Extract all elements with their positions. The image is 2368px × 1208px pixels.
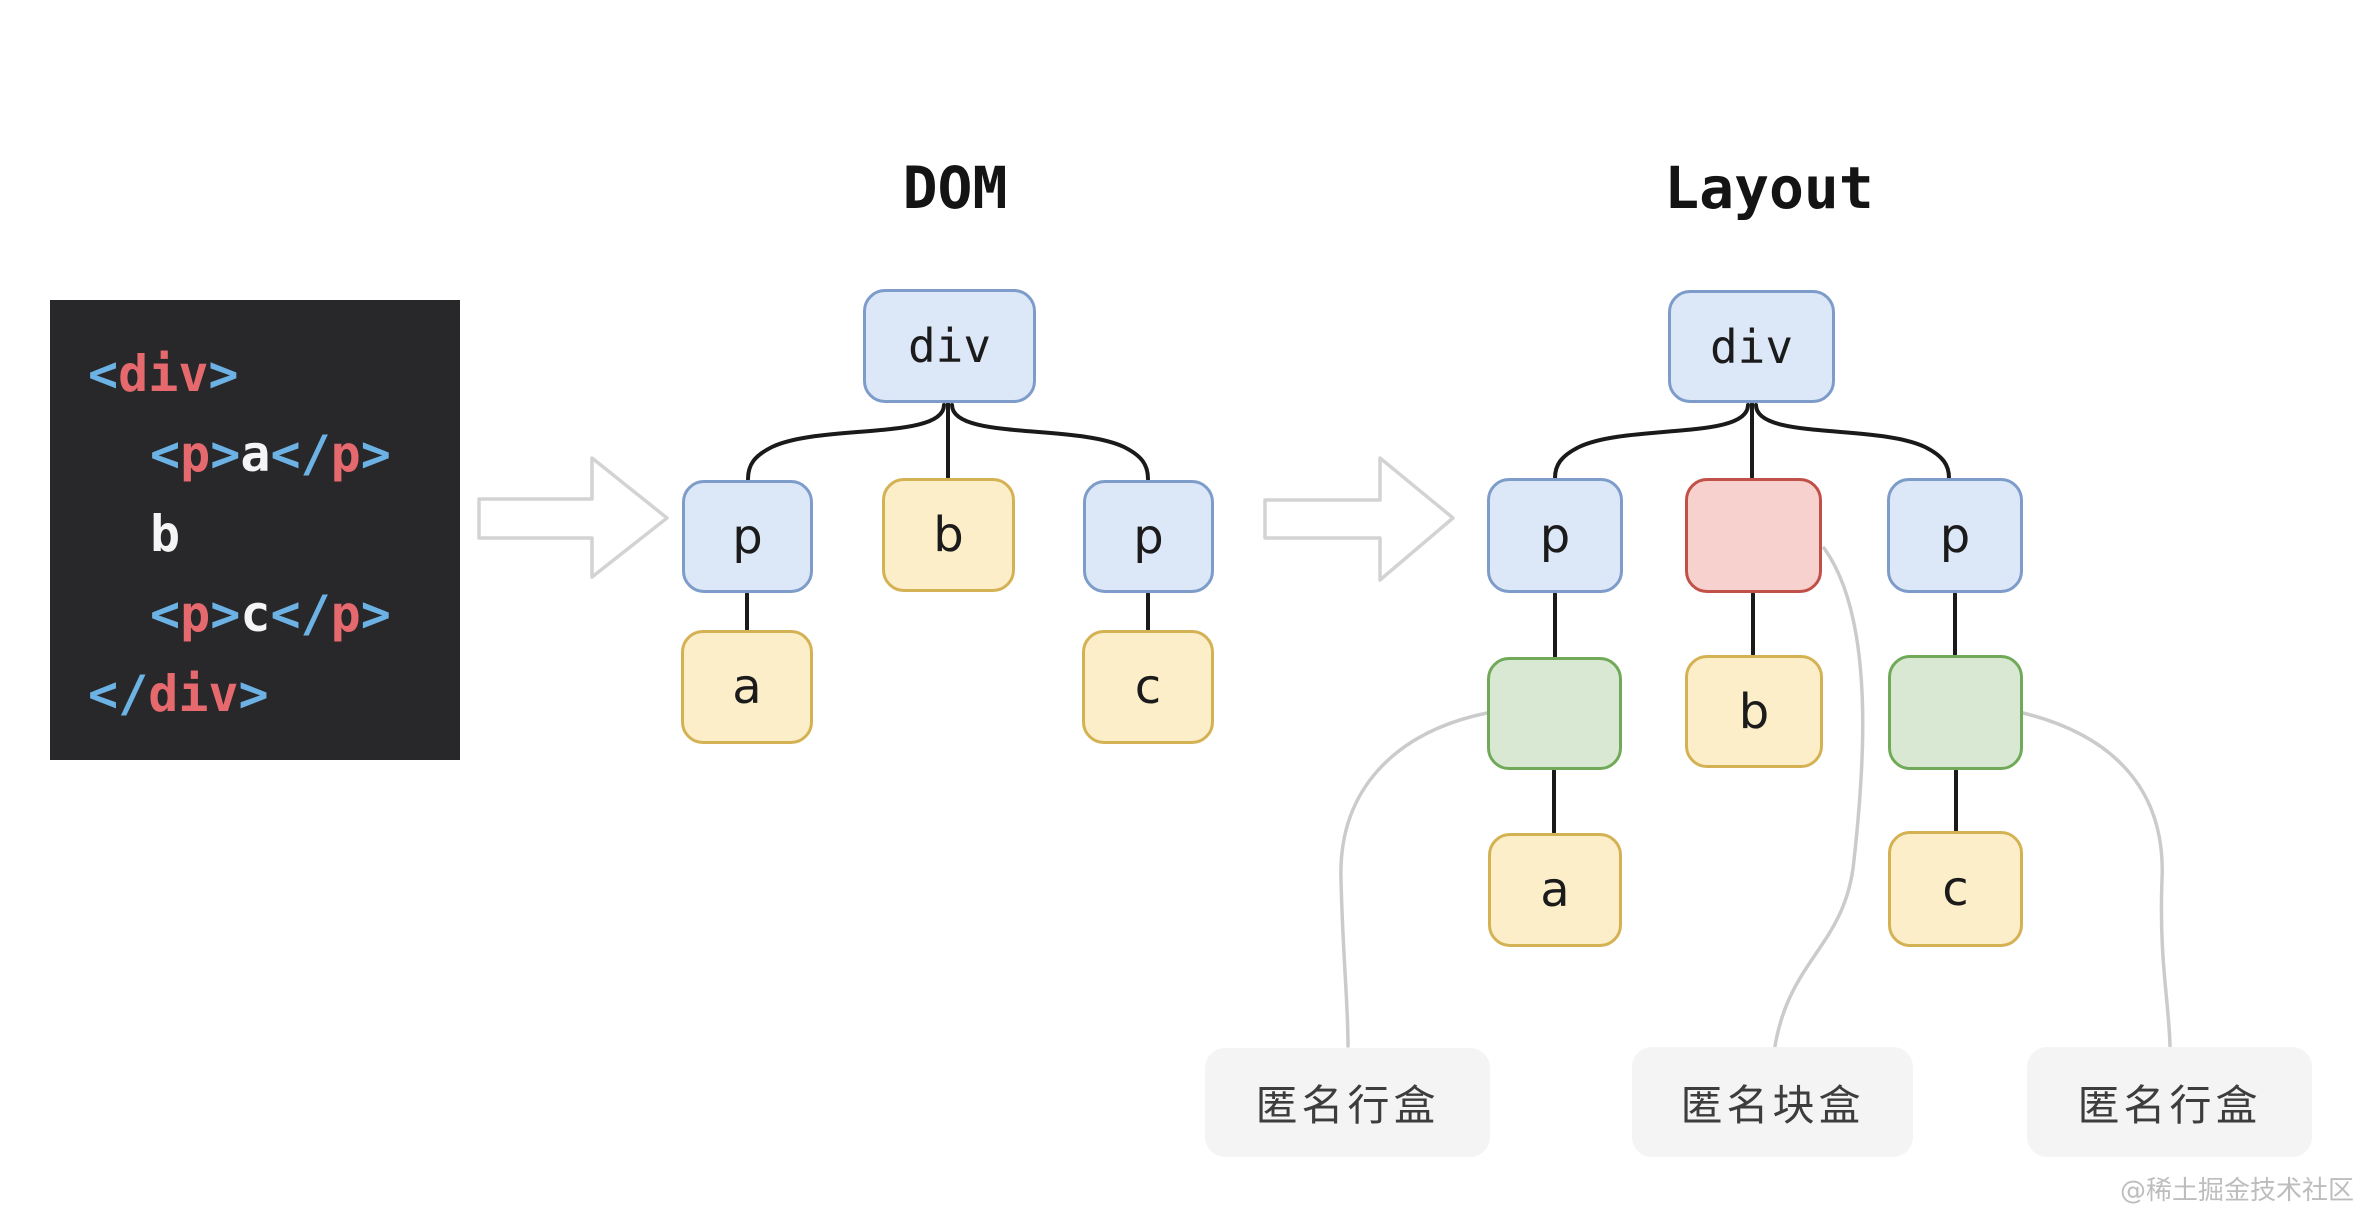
dom-node-text-a: a [681,630,813,744]
code-line: b [88,494,460,574]
watermark: @稀土掘金技术社区 [2119,1176,2354,1206]
layout-node-anonymous-block [1685,478,1822,593]
callout-anonline-left [1339,711,1489,1048]
layout-node-anonymous-line-right [1888,655,2023,770]
code-token: > [210,585,241,643]
code-token: < [88,345,119,403]
code-token: </ [270,585,331,643]
code-token: > [238,665,269,723]
code-token: > [360,425,391,483]
dom-node-p-right: p [1083,480,1214,593]
layout-node-text-b: b [1685,655,1823,768]
dom-edge-div-p-left [746,403,946,481]
callout-anonline-right [2021,711,2172,1048]
code-token: a [240,425,271,483]
code-token: </ [88,665,149,723]
code-token: < [150,585,181,643]
code-block: <div><p>a</p>b<p>c</p></div> [50,300,460,760]
code-line: </div> [88,654,460,734]
layout-node-div: div [1668,290,1835,403]
layout-node-p-right: p [1887,478,2023,593]
dom-tree-title: DOM [902,154,1008,222]
code-token: p [330,585,361,643]
code-token: div [118,345,209,403]
code-token: p [180,425,211,483]
layout-node-anonymous-line-left [1487,657,1622,770]
code-line: <p>a</p> [88,414,460,494]
layout-node-p-left: p [1487,478,1623,593]
code-token: div [148,665,239,723]
annotation-anonymous-line-box-right: 匿名行盒 [2027,1047,2312,1157]
code-token: </ [270,425,331,483]
code-token: p [330,425,361,483]
dom-edge-div-p-right [950,403,1150,481]
layout-edge-div-p-right [1754,403,1951,480]
annotation-anonymous-block-box: 匿名块盒 [1632,1047,1913,1157]
code-token: < [150,425,181,483]
dom-node-div: div [863,289,1036,403]
callout-anonblock [1773,546,1865,1048]
layout-node-text-a: a [1488,833,1622,947]
dom-node-text-c: c [1082,630,1214,744]
dom-node-text-b: b [882,478,1015,592]
code-token: b [150,505,181,563]
layout-tree-title: Layout [1664,154,1874,222]
code-token: p [180,585,211,643]
code-token: > [210,425,241,483]
code-line: <p>c</p> [88,574,460,654]
code-token: > [208,345,239,403]
flow-arrow-icon [477,456,669,579]
code-token: > [360,585,391,643]
flow-arrow-icon [1263,456,1455,582]
code-line: <div> [88,334,460,414]
layout-edge-div-p-left [1553,403,1750,480]
annotation-anonymous-line-box-left: 匿名行盒 [1205,1048,1490,1157]
code-token: c [240,585,271,643]
dom-node-p-left: p [682,480,813,593]
layout-node-text-c: c [1888,831,2023,947]
